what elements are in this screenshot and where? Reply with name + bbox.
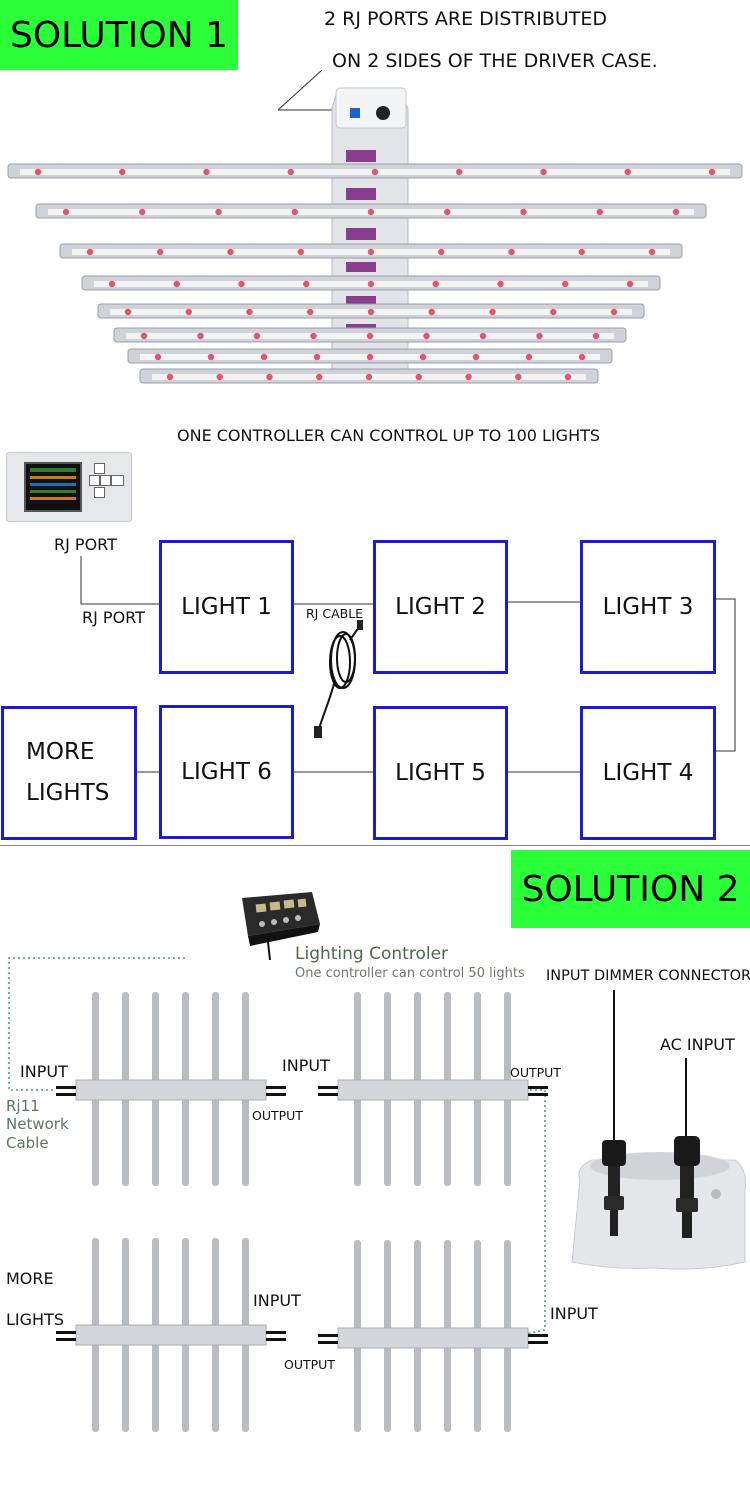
more-lights-line-2: LIGHTS <box>26 780 110 806</box>
light-bar <box>59 243 683 259</box>
light-bar <box>7 163 743 179</box>
light-box-2: LIGHT 2 <box>373 540 508 674</box>
light-bar <box>97 303 645 319</box>
dimmer-connector-label: INPUT DIMMER CONNECTOR <box>546 968 750 984</box>
wall-controller <box>6 452 132 522</box>
driver-note-line-1: 2 RJ PORTS ARE DISTRIBUTED <box>324 8 608 30</box>
chain-heading: ONE CONTROLLER CAN CONTROL UP TO 100 LIG… <box>177 426 601 445</box>
controller-title: Lighting Controler <box>295 944 449 964</box>
light-bars <box>7 163 743 384</box>
more-lights-box: MORE LIGHTS <box>1 706 137 840</box>
rj-port-label-bottom: RJ PORT <box>82 608 145 627</box>
rj-cable-coil <box>317 625 361 733</box>
output-label-c: OUTPUT <box>284 1357 335 1372</box>
input-label-c: INPUT <box>253 1291 301 1310</box>
more-lights-label-line-2: LIGHTS <box>6 1310 64 1329</box>
light-bar <box>113 327 627 343</box>
cable-label-line-2: Network <box>6 1115 69 1133</box>
section-divider <box>0 845 750 846</box>
light-box-3: LIGHT 3 <box>580 540 716 674</box>
controller-subtitle: One controller can control 50 lights <box>295 966 525 981</box>
controller-buttons <box>89 463 124 511</box>
connector-closeup <box>571 990 746 1270</box>
light-box-2-label: LIGHT 2 <box>395 594 486 620</box>
solution-1-badge: SOLUTION 1 <box>0 0 238 70</box>
light-bar <box>81 275 661 291</box>
cable-label-line-1: Rj11 <box>6 1097 40 1115</box>
light-box-1: LIGHT 1 <box>159 540 294 674</box>
light-bar <box>139 368 599 384</box>
fixture-unit <box>56 1238 286 1432</box>
input-label-b: INPUT <box>282 1056 330 1075</box>
fixture-unit <box>318 1240 548 1432</box>
fixture-unit <box>318 992 548 1186</box>
light-box-4: LIGHT 4 <box>580 706 716 840</box>
network-cable-path <box>8 957 185 1091</box>
chain-connections <box>80 556 736 773</box>
light-box-3-label: LIGHT 3 <box>602 594 694 620</box>
input-label-a: INPUT <box>20 1062 68 1081</box>
output-label-b: OUTPUT <box>510 1065 561 1080</box>
grow-light-fixture-illustration <box>7 70 743 384</box>
ac-input-label: AC INPUT <box>660 1035 735 1054</box>
light-box-4-label: LIGHT 4 <box>602 760 694 786</box>
light-box-6: LIGHT 6 <box>159 705 294 839</box>
rj-port-label-top: RJ PORT <box>54 535 117 554</box>
solution-1-label: SOLUTION 1 <box>9 14 229 56</box>
light-box-5: LIGHT 5 <box>373 706 508 840</box>
more-lights-line-1: MORE <box>26 739 95 765</box>
driver-note-line-2: ON 2 SIDES OF THE DRIVER CASE. <box>332 50 658 72</box>
fixture-grid <box>8 957 548 1432</box>
cable-label-line-3: Cable <box>6 1134 49 1152</box>
light-box-6-label: LIGHT 6 <box>181 759 272 785</box>
light-box-5-label: LIGHT 5 <box>395 760 486 786</box>
controller-screen <box>24 462 82 512</box>
more-lights-label-line-1: MORE <box>6 1269 54 1288</box>
light-bar <box>35 203 707 219</box>
rj-cable-label: RJ CABLE <box>306 606 364 621</box>
solution-2-label: SOLUTION 2 <box>521 868 740 910</box>
input-label-d: INPUT <box>550 1304 598 1323</box>
light-box-1-label: LIGHT 1 <box>181 594 272 620</box>
lighting-controller-device <box>242 892 320 960</box>
fixture-unit <box>56 992 286 1186</box>
output-label-a: OUTPUT <box>252 1108 303 1123</box>
solution-2-badge: SOLUTION 2 <box>511 850 750 928</box>
light-bar <box>127 348 613 364</box>
